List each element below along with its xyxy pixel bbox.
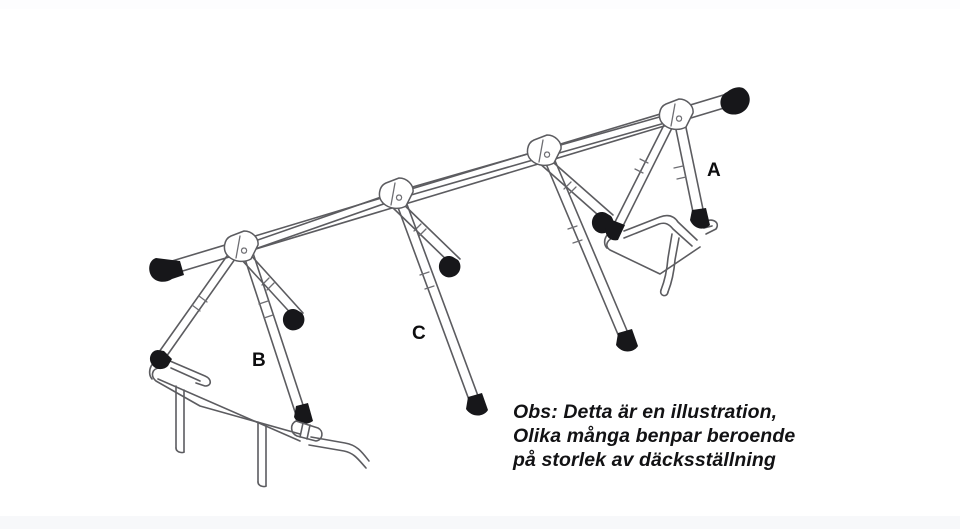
hinge-joint-4: [658, 98, 694, 131]
note-line-3: på storlek av däcksställning: [513, 449, 776, 471]
note-line-2: Olika många benpar beroende: [513, 425, 796, 447]
leg-pair-3: [401, 150, 638, 352]
part-label-b: B: [252, 350, 266, 371]
hinge-joint-2: [378, 177, 414, 210]
left-end-cap: [149, 258, 184, 282]
top-background-band: [0, 0, 960, 9]
hinge-joint-1: [223, 230, 259, 263]
part-label-a: A: [707, 160, 721, 181]
leg-pair-4: [549, 113, 710, 241]
base-frame-left: [148, 359, 370, 488]
hinge-joint-3: [526, 134, 562, 167]
leg-pair-1: [149, 245, 323, 442]
part-label-c: C: [412, 323, 426, 344]
bottom-background-band: [0, 516, 960, 529]
leg-pair-2: [251, 193, 488, 416]
note-line-1: Obs: Detta är en illustration,: [513, 401, 778, 423]
right-end-cap: [720, 87, 750, 115]
